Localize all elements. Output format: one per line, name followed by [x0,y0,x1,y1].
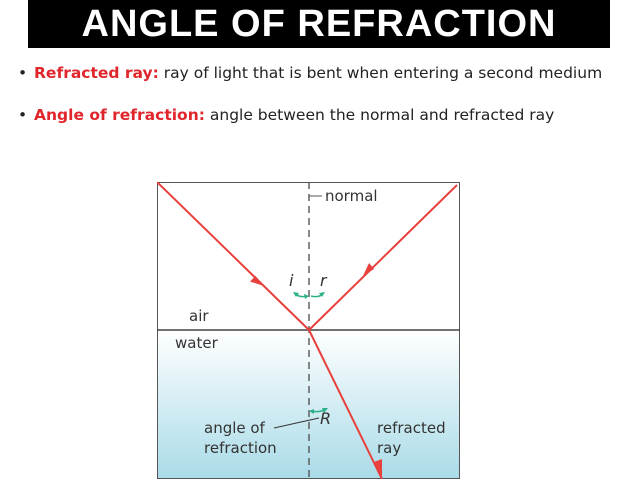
angle-R-arrow-left [309,409,314,414]
angle-of-refraction-leader [273,417,320,429]
angle-of-refraction-label-line1: angle of [204,419,266,437]
bullet-angle-of-refraction: • Angle of refraction: angle between the… [18,104,618,126]
bullet-refracted-ray: • Refracted ray: ray of light that is be… [18,62,618,84]
refracted-ray [308,329,383,480]
incident-ray [156,181,310,331]
definition-angle-of-refraction: angle between the normal and refracted r… [209,106,555,124]
definition-refracted-ray: ray of light that is bent when entering … [163,64,603,82]
angle-of-refraction-label-line2: refraction [204,439,277,457]
angle-r-label: r [320,271,328,290]
angle-i-label: i [289,271,294,290]
page-title: ANGLE OF REFRACTION [28,0,610,48]
angle-R-arrow-right [322,408,328,413]
bullet-dot: • [18,64,28,82]
normal-label: normal [325,187,378,205]
term-refracted-ray: Refracted ray: [34,64,159,82]
angle-i-arrow-left [293,292,299,297]
incident-ray-arrow [250,276,264,286]
air-label: air [189,307,209,325]
reflected-ray-arrow [363,263,374,276]
refracted-ray-label-line2: ray [377,439,401,457]
reflected-ray [308,184,458,331]
term-angle-of-refraction: Angle of refraction: [34,106,205,124]
refraction-diagram-svg: normal i r R air water angle of refracti… [156,181,460,480]
bullet-list: • Refracted ray: ray of light that is be… [18,62,618,146]
angle-i-arrow-right [304,294,309,299]
refracted-ray-arrow [374,459,382,478]
bullet-dot: • [18,106,28,124]
angle-r-arrow-right [319,292,325,297]
refracted-ray-label-line1: refracted [377,419,446,437]
angle-R-label: R [320,409,331,428]
water-label: water [175,334,219,352]
refraction-diagram: normal i r R air water angle of refracti… [156,181,460,480]
